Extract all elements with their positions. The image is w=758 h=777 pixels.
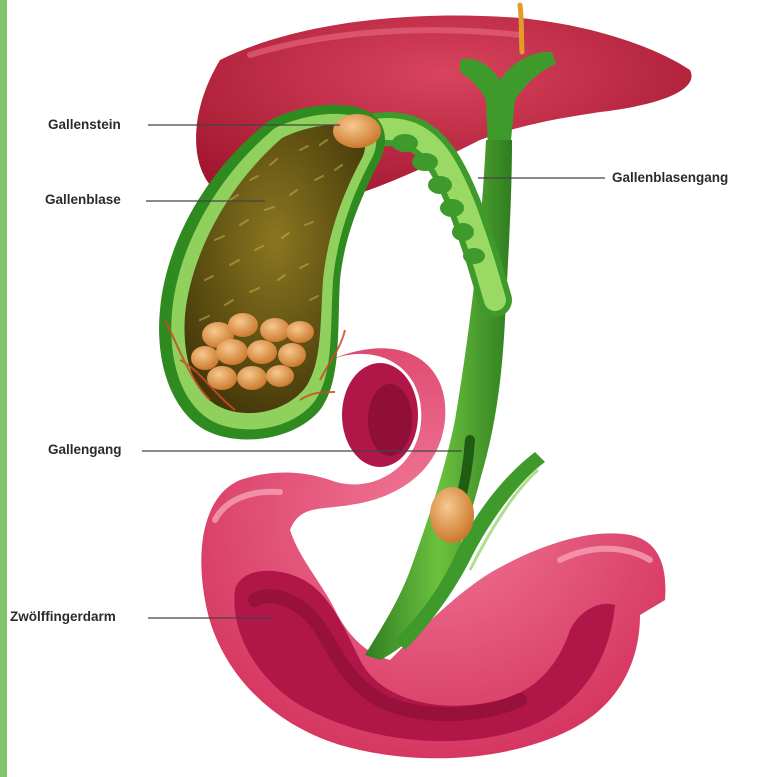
gallstone-neck: [333, 114, 381, 148]
label-gallenblase: Gallenblase: [45, 192, 121, 208]
gallstone-duct: [430, 487, 474, 543]
label-gallenblasengang: Gallenblasengang: [612, 170, 728, 186]
hepatic-vessel: [520, 5, 522, 52]
label-zwoelffingerdarm: Zwölffingerdarm: [10, 609, 116, 625]
label-gallenstein: Gallenstein: [48, 117, 121, 133]
label-gallengang: Gallengang: [48, 442, 122, 458]
